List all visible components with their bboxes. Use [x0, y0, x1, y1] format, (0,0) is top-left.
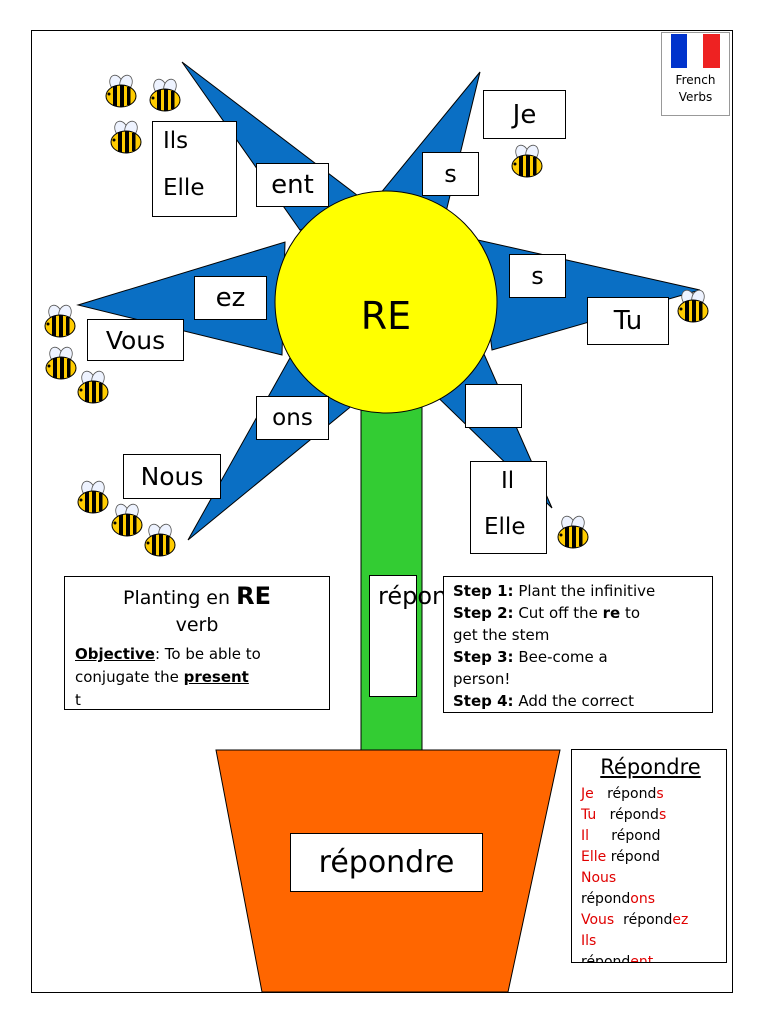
bee-icon [111, 501, 143, 537]
conj-row-il: Il répond [581, 828, 661, 844]
ending-card-ez: ez [194, 276, 267, 320]
center-label: RE [360, 294, 412, 338]
flower-center [274, 190, 498, 414]
conjugation-box: Répondre Je réponds Tu réponds Il répond… [571, 749, 727, 963]
bee-icon [77, 368, 109, 404]
ending-card-ent: ent [256, 163, 329, 207]
pronoun-card-tu: Tu [587, 297, 669, 345]
pronoun-card-ils: Ils Elle [152, 121, 237, 217]
bee-icon [144, 521, 176, 557]
objective-text: Objective: To be able to conjugate the p… [75, 645, 261, 709]
planting-info-box: Planting en RE verb Objective: To be abl… [64, 576, 330, 710]
pronoun-card-je: Je [483, 90, 566, 139]
bee-icon [110, 118, 142, 154]
french-flag-icon [671, 34, 720, 68]
planting-title: Planting en RE [123, 582, 271, 610]
step-4: Step 4: Add the correct [453, 692, 635, 710]
bee-icon [557, 513, 589, 549]
planting-title-line2: verb [175, 614, 219, 636]
conj-row-je: Je réponds [581, 786, 664, 802]
bee-icon [511, 142, 543, 178]
pronoun-card-nous: Nous [123, 454, 221, 499]
bee-icon [677, 287, 709, 323]
conjugation-title: Répondre [600, 755, 701, 779]
bee-icon [105, 72, 137, 108]
bee-icon [77, 478, 109, 514]
stem-card [369, 575, 417, 697]
conj-row-vous: Vous répondez [581, 912, 689, 928]
step-3: Step 3: Bee-come a [453, 648, 608, 666]
ending-card-je: s [422, 152, 479, 196]
ending-card-il [465, 384, 522, 428]
infinitive-card: répondre [290, 833, 483, 892]
ending-card-tu: s [509, 254, 566, 298]
pronoun-card-vous: Vous [87, 319, 184, 361]
bee-icon [44, 302, 76, 338]
step-3-cont: person! [453, 670, 511, 688]
step-2-cont: get the stem [453, 626, 550, 644]
bee-icon [45, 344, 77, 380]
step-1: Step 1: Plant the infinitive [453, 582, 656, 600]
pronoun-card-il: Il Elle [470, 461, 547, 554]
flag-card [661, 32, 730, 116]
bee-icon [149, 76, 181, 112]
ending-card-ons: ons [256, 396, 329, 440]
conj-row-elle: Elle répond [581, 849, 660, 865]
step-2: Step 2: Cut off the re to [453, 604, 641, 622]
conj-row-tu: Tu réponds [581, 807, 667, 823]
flag-caption: French Verbs [675, 73, 716, 104]
steps-box: Step 1: Plant the infinitive Step 2: Cut… [443, 576, 713, 713]
